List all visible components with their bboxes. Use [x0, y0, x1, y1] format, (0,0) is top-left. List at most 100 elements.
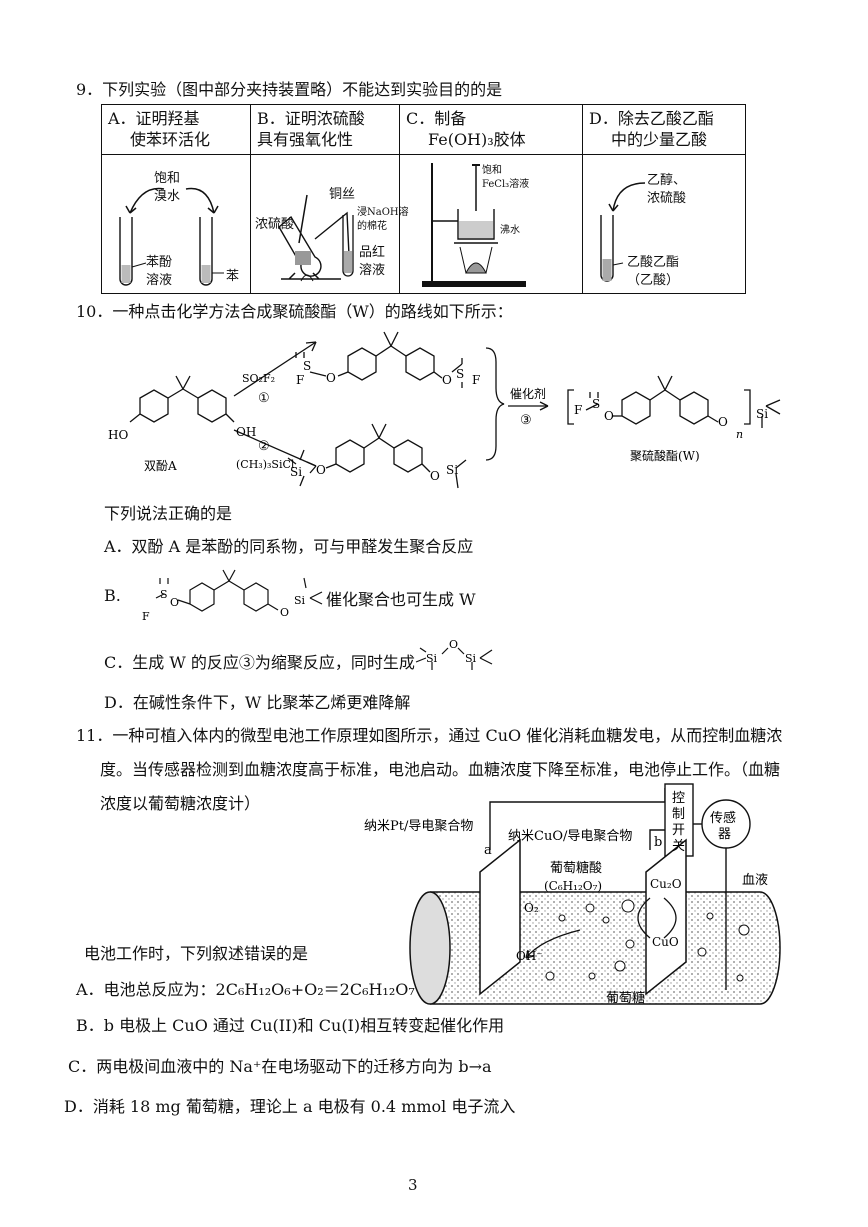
q9-apparatus-d: 乙醇、 浓硫酸 乙酸乙酯 （乙酸）: [582, 154, 746, 294]
q10-option-a: A．双酚 A 是苯酚的同系物，可与甲醛发生聚合反应: [104, 537, 474, 556]
label-electrode-b: 纳米CuO/导电聚合物: [508, 829, 632, 844]
copper-sulfuric-acid-figure: [278, 194, 354, 282]
q10-synthesis-scheme: HO OH 双酚A SO₂F₂ ① ② (CH₃)₃SiCl F S O O S…: [108, 331, 781, 489]
label-cotton: 的棉花: [357, 221, 387, 232]
label-naoh-cotton: 浸NaOH溶: [357, 207, 409, 218]
switch-char-1: 控: [672, 791, 685, 806]
reagent-so2f2: SO₂F₂: [242, 372, 275, 385]
label-b: b: [654, 835, 662, 850]
atom-o-b1: O: [170, 596, 179, 609]
q9-stem: 9．下列实验（图中部分夹持装置略）不能达到实验目的的是: [76, 80, 503, 99]
atom-s-w: S: [592, 397, 600, 411]
label-boiling-water: 沸水: [500, 225, 520, 236]
q9-apparatus-b: 铜丝 浓硫酸 浸NaOH溶 的棉花 品红 溶液: [250, 154, 409, 294]
reagent-tmscl: (CH₃)₃SiCl: [236, 458, 295, 471]
q11-stem-line2: 度。当传感器检测到血糖浓度高于标准，电池启动。血糖浓度下降至标准，电池停止工作。…: [100, 760, 781, 779]
q10-prompt: 下列说法正确的是: [104, 504, 233, 523]
q11-stem-line3: 浓度以葡萄糖浓度计）: [100, 794, 261, 813]
q11-option-d: D．消耗 18 mg 葡萄糖，理论上 a 电极有 0.4 mmol 电子流入: [64, 1097, 516, 1116]
label-glucose: 葡萄糖: [606, 990, 645, 1006]
label-conc-sulfuric: 浓硫酸: [255, 217, 295, 232]
label-bisphenol-a: 双酚A: [144, 459, 177, 473]
label-copper-wire: 铜丝: [329, 187, 356, 202]
q10-option-b-structure: F S O O Si: [142, 569, 323, 623]
atom-o-4: O: [430, 469, 440, 483]
atom-o-2: O: [442, 373, 452, 387]
atom-o-c: O: [449, 638, 458, 651]
label-polymer-w: 聚硫酸酯(W): [630, 448, 700, 463]
atom-si-w: Si: [756, 407, 768, 421]
label-ethyl-acetate: 乙酸乙酯: [627, 255, 680, 270]
q11-prompt: 电池工作时，下列叙述错误的是: [84, 944, 309, 963]
atom-o-3: O: [316, 463, 326, 477]
atom-si-1: Si: [290, 465, 302, 479]
label-gluconic-acid: 葡萄糖酸: [550, 860, 602, 876]
atom-o-1: O: [326, 371, 336, 385]
atom-si-2: Si: [446, 463, 458, 477]
atom-s-b: S: [160, 588, 168, 601]
label-cu2o: Cu₂O: [650, 877, 682, 891]
atom-f-w: F: [574, 403, 582, 417]
label-fecl3: FeCl₃溶液: [482, 179, 530, 190]
q11-battery-figure: 纳米Pt/导电聚合物 a 纳米CuO/导电聚合物 b 控 制 开 关 传感 器 …: [364, 783, 781, 1006]
label-electrode-a: 纳米Pt/导电聚合物: [364, 819, 473, 834]
label-benzene: 苯: [226, 269, 240, 284]
switch-char-3: 开: [672, 823, 685, 838]
q10-option-c: C．生成 W 的反应③为缩聚反应，同时生成: [104, 653, 415, 672]
bpa-ho: HO: [108, 428, 128, 442]
bpa-oh: OH: [236, 425, 256, 439]
label-blood: 血液: [742, 873, 768, 888]
label-cuo-fig: CuO: [652, 935, 679, 949]
label-acetic-acid: （乙酸）: [627, 273, 680, 288]
switch-char-4: 关: [672, 839, 685, 854]
q9-col-a-header: A．证明羟基使苯环活化: [101, 104, 251, 155]
step-1: ①: [258, 391, 270, 406]
sensor-label-1: 传感: [710, 810, 736, 826]
label-saturated-c: 饱和: [482, 165, 502, 176]
ester-tube-figure: [600, 182, 646, 282]
atom-f-b: F: [142, 610, 150, 623]
q10-stem: 10．一种点击化学方法合成聚硫酸酯（W）的路线如下所示：: [76, 302, 513, 321]
page-number: 3: [408, 1176, 418, 1194]
q10-option-d: D．在碱性条件下，W 比聚苯乙烯更难降解: [104, 693, 411, 712]
label-ethanol: 乙醇、: [647, 173, 687, 188]
switch-char-2: 制: [672, 807, 685, 822]
step-2: ②: [258, 439, 270, 454]
q11-stem-line1: 11．一种可植入体内的微型电池工作原理如图所示，通过 CuO 催化消耗血糖发电，…: [76, 726, 783, 745]
label-bromine-water: 溴水: [154, 189, 181, 204]
label-fuchsin-solution: 溶液: [359, 263, 386, 278]
label-hydroxide: OH⁻: [516, 949, 543, 963]
bromine-water-tubes-figure: [119, 187, 224, 286]
atom-f-2: F: [472, 373, 480, 387]
label-fuchsin: 品红: [359, 245, 386, 260]
atom-si-c1: Si: [426, 652, 438, 665]
q10-option-b-text: 催化聚合也可生成 W: [326, 590, 476, 609]
q9-apparatus-c: 饱和 FeCl₃溶液 沸水: [399, 154, 583, 294]
atom-si-b: Si: [294, 594, 306, 607]
colloid-preparation-figure: [422, 163, 526, 287]
q11-option-a: A．电池总反应为：2C₆H₁₂O₆+O₂＝2C₆H₁₂O₇: [76, 980, 415, 999]
atom-o-b2: O: [280, 606, 289, 619]
atom-o-w1: O: [604, 409, 614, 423]
atom-si-c2: Si: [465, 652, 477, 665]
q9-col-b-header: B．证明浓硫酸具有强氧化性: [250, 104, 400, 155]
label-a: a: [484, 843, 492, 858]
step-3: ③: [520, 413, 532, 428]
q11-option-c: C．两电极间血液中的 Na⁺在电场驱动下的迁移方向为 b→a: [68, 1057, 492, 1076]
q10-option-c-structure: Si O Si: [415, 638, 493, 670]
label-o2: O₂: [524, 901, 539, 915]
q10-option-b-letter: B.: [104, 586, 121, 605]
label-saturated: 饱和: [154, 171, 181, 186]
atom-s-2: S: [456, 367, 464, 381]
label-catalyst: 催化剂: [510, 386, 546, 401]
q11-option-b: B．b 电极上 CuO 通过 Cu(II)和 Cu(I)相互转变起催化作用: [76, 1016, 505, 1035]
atom-o-w2: O: [718, 415, 728, 429]
label-phenol: 苯酚: [146, 255, 173, 270]
label-gluconic-formula: (C₆H₁₂O₇): [544, 879, 602, 893]
label-solution: 溶液: [146, 273, 173, 288]
q9-apparatus-a: 饱和 溴水 苯酚 溶液 苯: [101, 154, 251, 294]
sensor-label-2: 器: [718, 827, 731, 842]
subscript-n: n: [736, 428, 743, 441]
